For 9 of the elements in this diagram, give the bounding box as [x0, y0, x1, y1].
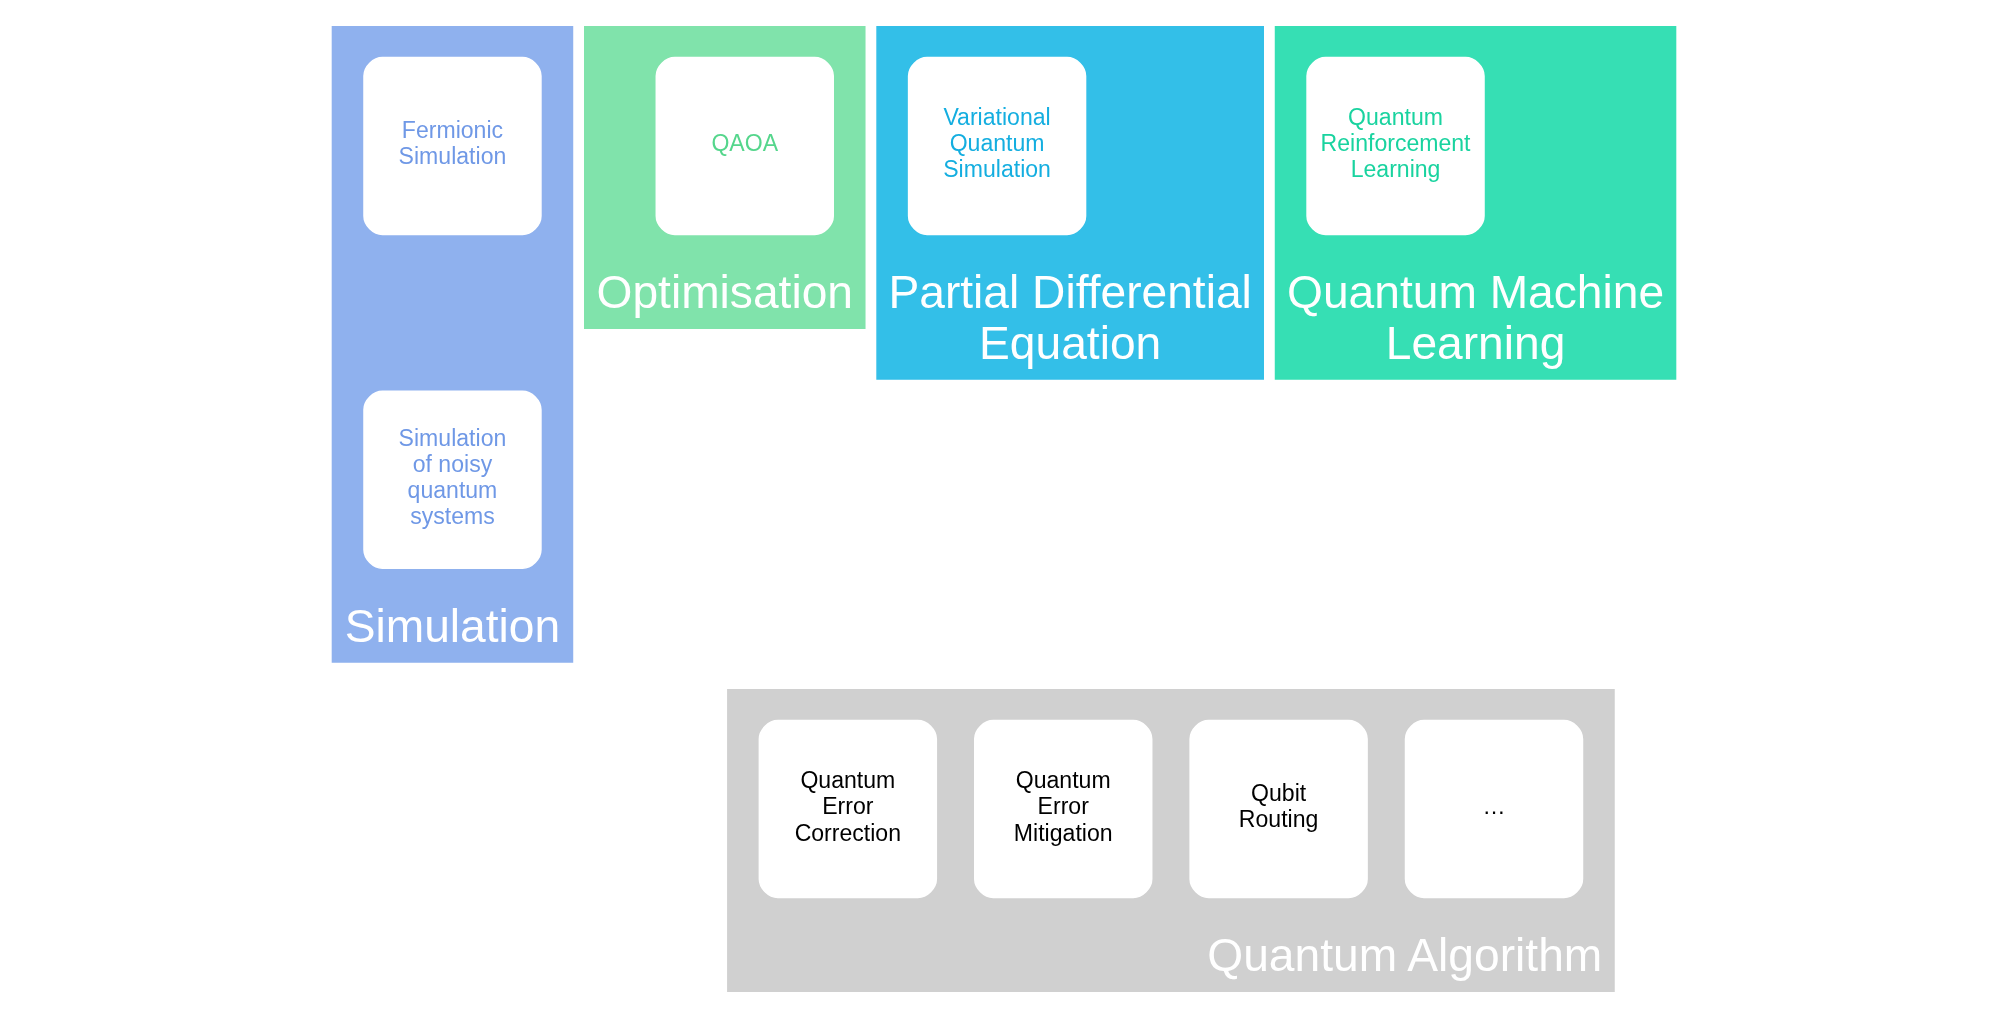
- node-box: Quantum Error Mitigation: [973, 719, 1152, 899]
- node-box: Quantum Reinforcement Learning: [1305, 56, 1485, 236]
- node-box: Fermionic Simulation: [362, 56, 542, 236]
- node-box: Quantum Error Correction: [758, 719, 937, 899]
- node-box: …: [1404, 719, 1583, 899]
- node-box: Qubit Routing: [1188, 719, 1368, 899]
- node-box: Simulation of noisy quantum systems: [362, 390, 542, 569]
- node-box: Variational Quantum Simulation: [907, 56, 1086, 236]
- node-box: QAOA: [655, 56, 834, 236]
